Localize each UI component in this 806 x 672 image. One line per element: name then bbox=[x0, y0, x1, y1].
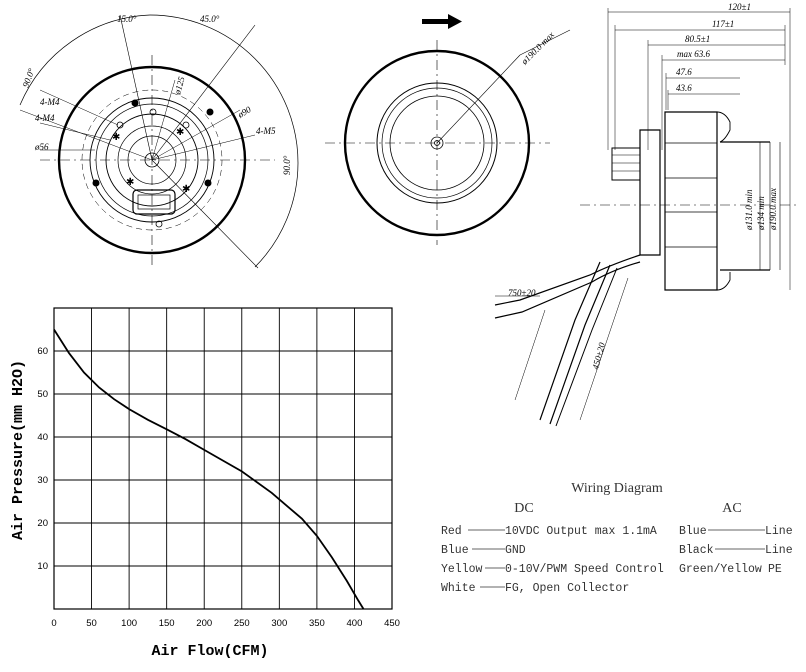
x-tick-labels: 0 50 100 150 200 250 300 350 400 450 bbox=[51, 618, 400, 629]
y-axis-label: Air Pressure(mm H2O) bbox=[10, 360, 27, 540]
chart-grid bbox=[54, 308, 392, 609]
dim-80-5: 80.5±1 bbox=[685, 34, 710, 44]
label-4-m4-a: 4-M4 bbox=[40, 97, 60, 107]
rotation-arrow bbox=[422, 14, 462, 29]
svg-text:✱: ✱ bbox=[176, 127, 184, 138]
dim-d190: ø190.0 max bbox=[768, 188, 778, 231]
x-tick-label: 250 bbox=[234, 618, 250, 629]
y-tick-labels: 10 20 30 40 50 60 bbox=[37, 346, 48, 572]
label-4-m5: 4-M5 bbox=[256, 126, 276, 136]
x-tick-label: 150 bbox=[159, 618, 175, 629]
x-tick-label: 100 bbox=[121, 618, 137, 629]
y-tick-label: 40 bbox=[37, 432, 48, 443]
front-outer-arc-left bbox=[19, 14, 151, 106]
ac-wire-desc: PE bbox=[768, 563, 782, 576]
front-view: ✱ ✱ ✱ ✱ bbox=[19, 14, 299, 269]
plot-frame bbox=[53, 307, 393, 610]
dc-wire-color: White bbox=[441, 582, 476, 595]
label-d125: ø125 bbox=[172, 75, 187, 96]
x-axis-label: Air Flow(CFM) bbox=[151, 643, 268, 660]
angle-label-90-left: 90.0° bbox=[20, 67, 36, 89]
label-d90: ø90 bbox=[235, 104, 253, 120]
side-diameter-label: ø190.0 max bbox=[519, 30, 556, 67]
svg-text:✱: ✱ bbox=[112, 132, 120, 143]
label-4-m4-b: 4-M4 bbox=[35, 113, 55, 123]
x-tick-label: 350 bbox=[309, 618, 325, 629]
dc-wire-desc: 10VDC Output max 1.1mA bbox=[505, 525, 657, 538]
cable-dim-750: 750±20 bbox=[508, 288, 536, 298]
wiring-diagram: Wiring Diagram DC AC Red 10VDC Output ma… bbox=[441, 481, 793, 595]
dim-120: 120±1 bbox=[728, 2, 751, 12]
dc-header: DC bbox=[514, 501, 533, 516]
side-view bbox=[325, 29, 571, 245]
fan-curve-chart: 0 50 100 150 200 250 300 350 400 450 10 20 30 40 50 60… bbox=[10, 307, 400, 660]
front-outer-arc bbox=[149, 14, 299, 164]
dc-wire-desc: 0-10V/PWM Speed Control bbox=[505, 563, 664, 576]
dim-47-6: 47.6 bbox=[676, 67, 692, 77]
dc-wire-color: Yellow bbox=[441, 563, 483, 576]
dim-d134: ø134 min bbox=[756, 196, 766, 231]
ac-wire-color: Green/Yellow bbox=[679, 563, 762, 576]
profile-view bbox=[494, 8, 800, 427]
y-tick-label: 50 bbox=[37, 389, 48, 400]
wiring-title: Wiring Diagram bbox=[571, 481, 663, 496]
dim-max-63-6: max 63.6 bbox=[677, 49, 710, 59]
front-outer-arc-bottom bbox=[254, 162, 299, 268]
front-view-labels: 15.0° 45.0° 90.0° 90.0° 4-M4 4-M4 ø125 ø… bbox=[20, 14, 292, 175]
cable-dim-450: 450±20 bbox=[590, 341, 607, 371]
dim-43-6: 43.6 bbox=[676, 83, 692, 93]
dim-d131: ø131.0 min bbox=[744, 189, 754, 231]
x-tick-label: 450 bbox=[384, 618, 400, 629]
angle-label-45: 45.0° bbox=[200, 14, 220, 24]
dc-wire-color: Red bbox=[441, 525, 462, 538]
dc-rows: Red 10VDC Output max 1.1mA Blue GND Yell… bbox=[441, 525, 664, 595]
ac-rows: Blue Line Black Line Green/Yellow PE bbox=[679, 525, 793, 576]
angle-label-15: 15.0° bbox=[117, 14, 137, 24]
label-d56: ø56 bbox=[34, 142, 49, 152]
x-tick-label: 200 bbox=[196, 618, 212, 629]
angle-label-90-right: 90.0° bbox=[282, 155, 292, 175]
ac-wire-color: Black bbox=[679, 544, 714, 557]
svg-text:✱: ✱ bbox=[126, 177, 134, 188]
ac-wire-desc: Line bbox=[765, 525, 793, 538]
ac-header: AC bbox=[722, 501, 741, 516]
x-tick-label: 300 bbox=[271, 618, 287, 629]
svg-text:✱: ✱ bbox=[182, 184, 190, 195]
y-tick-label: 30 bbox=[37, 475, 48, 486]
dc-wire-desc: GND bbox=[505, 544, 526, 557]
dim-117: 117±1 bbox=[712, 19, 734, 29]
ac-wire-desc: Line bbox=[765, 544, 793, 557]
y-tick-label: 60 bbox=[37, 346, 48, 357]
y-tick-label: 20 bbox=[37, 518, 48, 529]
dc-wire-desc: FG, Open Collector bbox=[505, 582, 629, 595]
profile-labels: 120±1 117±1 80.5±1 max 63.6 47.6 43.6 ø1… bbox=[508, 2, 778, 371]
x-tick-label: 0 bbox=[51, 618, 56, 629]
ac-wire-color: Blue bbox=[679, 525, 707, 538]
x-tick-label: 400 bbox=[347, 618, 363, 629]
y-tick-label: 10 bbox=[37, 561, 48, 572]
dc-wire-color: Blue bbox=[441, 544, 469, 557]
pressure-flow-curve bbox=[53, 329, 365, 610]
x-tick-label: 50 bbox=[86, 618, 97, 629]
